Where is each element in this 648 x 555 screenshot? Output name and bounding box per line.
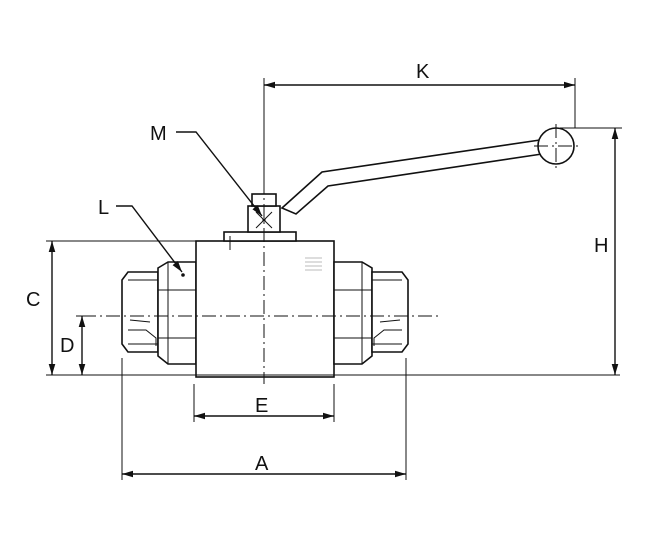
right-end-fitting [371, 271, 409, 353]
dimension-lines [48, 81, 619, 478]
center-body-block [195, 240, 335, 378]
label-h: H [594, 235, 608, 257]
extension-lines [46, 78, 622, 480]
label-m: M [150, 123, 167, 145]
left-end-fitting [121, 271, 159, 353]
stem-nut [223, 193, 297, 250]
label-k: K [416, 61, 430, 83]
leader-lines [116, 131, 263, 273]
label-m-target-dot [262, 218, 266, 222]
valve-body [121, 127, 575, 378]
handle-lever [280, 127, 575, 215]
label-a: A [255, 453, 269, 475]
leader-l [116, 205, 183, 273]
leader-m [176, 131, 263, 217]
label-l-target-dot [181, 273, 185, 277]
body-marking [305, 257, 322, 271]
right-hex-nut [333, 261, 373, 365]
label-d: D [60, 335, 74, 357]
label-c: C [26, 289, 40, 311]
label-l: L [98, 197, 109, 219]
left-hex-nut [157, 261, 197, 365]
center-lines [82, 124, 578, 384]
label-e: E [255, 395, 268, 417]
dimension-labels: K M L H C D E A [26, 61, 608, 475]
